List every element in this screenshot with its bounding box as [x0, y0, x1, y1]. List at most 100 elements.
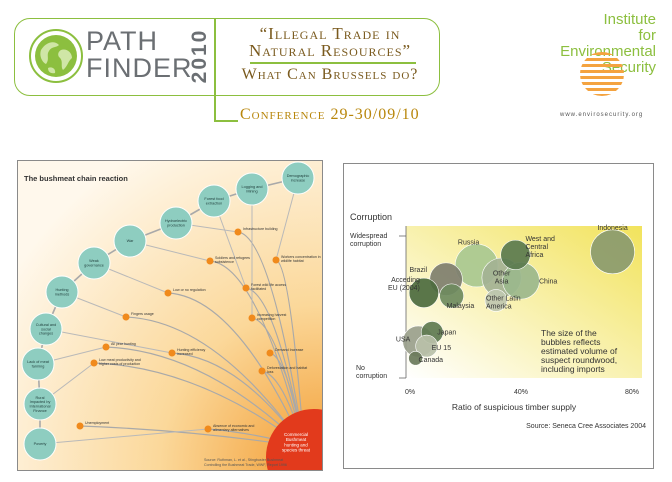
chain-step-dot: [258, 367, 266, 375]
bubble: [500, 239, 531, 270]
bubble-label: USA: [396, 337, 411, 344]
chain-step-dot: [248, 314, 256, 322]
source-line-1: Source: Ruthman, L. et al., Stingbuster …: [204, 458, 283, 462]
chain-step-dot: [204, 425, 212, 433]
title-line-2: Natural Resources”: [248, 41, 412, 60]
x-tick-label: 0%: [405, 389, 415, 396]
bubble: [408, 277, 439, 308]
chain-cause-label: War: [127, 239, 135, 243]
chain-step-dot: [102, 343, 110, 351]
chart-source: Source: Seneca Cree Associates 2004: [526, 423, 646, 430]
bubble: [408, 350, 423, 366]
bubble-label: EU 15: [432, 345, 452, 352]
bubble-label: China: [539, 279, 557, 286]
chain-cause-node: [23, 387, 57, 421]
chain-step-label: All year hunting: [111, 342, 136, 346]
chain-step-dot: [242, 284, 250, 292]
year-label: 2010: [188, 28, 211, 84]
conference-banner: [14, 18, 440, 96]
chain-step-label: Fingers usage: [131, 312, 154, 316]
chain-cause-node: [45, 275, 79, 309]
chain-cause-node: [159, 206, 193, 240]
bubbles: [402, 229, 635, 366]
chain-cause-label: Poverty: [34, 442, 47, 446]
chain-step-dot: [272, 256, 280, 264]
conference-dates: Conference 29-30/09/10: [240, 106, 420, 123]
chain-step-label: Demand Increase: [275, 348, 303, 352]
title-line-3: What Can Brussels do?: [241, 66, 419, 83]
y-axis-label: Corruption: [350, 212, 392, 222]
bubble-label: Indonesia: [597, 225, 627, 232]
bubble: [590, 229, 635, 275]
logo-line-2: FINDER: [86, 53, 193, 83]
chain-step-dot: [206, 257, 214, 265]
chain-cause-node: [197, 184, 231, 218]
horizontal-divider: [214, 120, 238, 122]
logo-line-1: PATH: [86, 26, 159, 56]
chain-cause-node: [23, 427, 57, 461]
bubble-label: Canada: [419, 357, 444, 364]
pathfinder-globe-logo: [29, 29, 83, 83]
chain-cause-node: [235, 172, 269, 206]
bushmeat-title: The bushmeat chain reaction: [24, 174, 128, 183]
chain-step-label: Unemployment: [85, 421, 109, 425]
bushmeat-diagram: The bushmeat chain reaction Unemployment…: [18, 161, 322, 470]
chain-cause-node: [113, 224, 147, 258]
chain-step-label: Low or no regulation: [173, 288, 206, 292]
chain-cause-node: [77, 246, 111, 280]
bubble-label: Russia: [458, 240, 480, 247]
org-line-2: for: [638, 27, 656, 44]
chain-step-dot: [90, 359, 98, 367]
organisation-url: www.envirosecurity.org: [560, 112, 644, 118]
sun-stripes-logo: [580, 52, 624, 96]
org-line-1: Institute: [603, 11, 656, 28]
chain-cause-node: [281, 161, 315, 195]
chain-step-dot: [122, 313, 130, 321]
bubble-label: Malaysia: [447, 303, 475, 310]
chain-cause-node: [29, 312, 63, 346]
org-line-3: Environmental: [560, 43, 656, 60]
bushmeat-diagram-panel: The bushmeat chain reaction Unemployment…: [17, 160, 323, 471]
pathfinder-wordmark: PATH FINDER: [86, 28, 193, 82]
chain-step-label: Infrastructure building: [243, 227, 278, 231]
x-tick-label: 80%: [625, 389, 639, 396]
bubble-label: Brazil: [410, 267, 428, 274]
bubble: [415, 334, 438, 358]
chain-cause-node: [21, 347, 55, 381]
x-tick-label: 40%: [514, 389, 528, 396]
bubble-label: Japan: [437, 329, 456, 336]
bubble: [484, 289, 508, 312]
chain-step-dot: [164, 289, 172, 297]
title-line-1: “Illegal Trade in: [259, 24, 401, 43]
commercial-bushmeat-node: [266, 409, 322, 470]
chain-step-dot: [234, 228, 242, 236]
